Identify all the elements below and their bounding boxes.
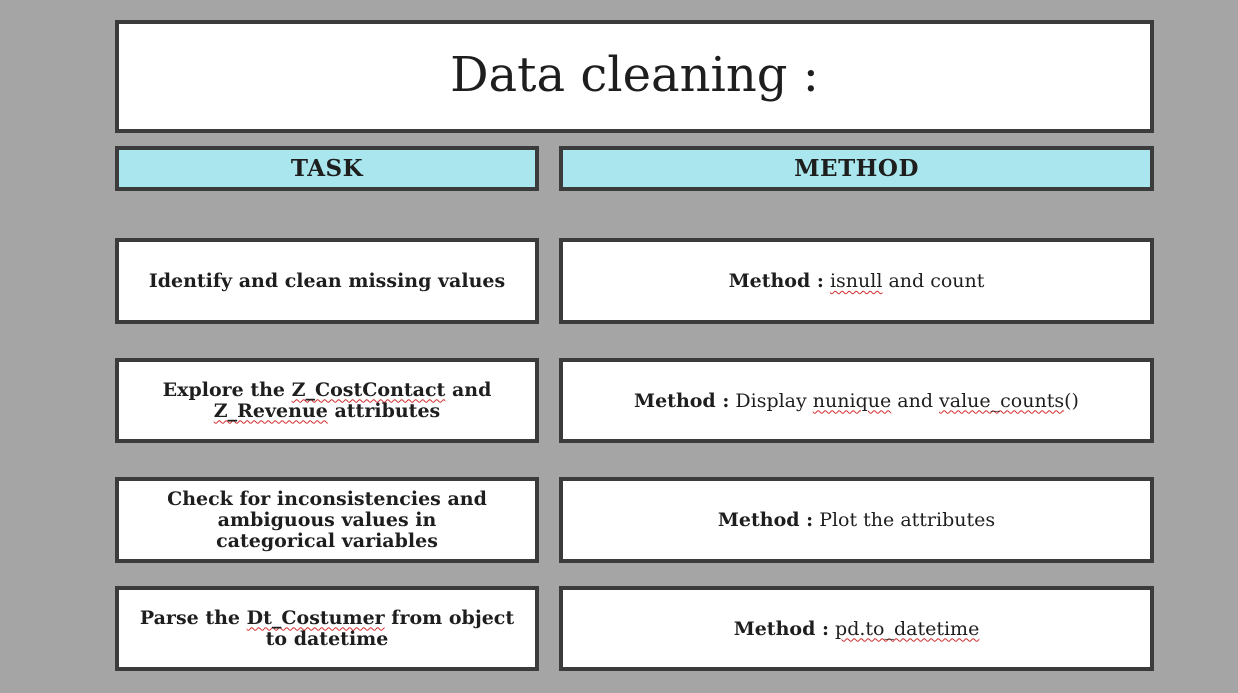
- task-text-part: attributes: [327, 399, 441, 422]
- task-text-part: Z_Revenue: [213, 399, 328, 422]
- task-text-part: from object to datetime: [265, 606, 515, 650]
- task-cell-4: Parse the Dt_Costumer from object to dat…: [115, 586, 539, 671]
- task-text-3: Check for inconsistencies and ambiguous …: [119, 487, 535, 552]
- method-text-part: Display: [729, 389, 813, 412]
- task-cell-2: Explore the Z_CostContact and Z_Revenue …: [115, 358, 539, 443]
- method-text-part: and: [891, 389, 940, 412]
- task-cell-3: Check for inconsistencies and ambiguous …: [115, 477, 539, 563]
- slide-title: Data cleaning :: [450, 46, 819, 103]
- task-text-part: Identify and clean missing values: [148, 269, 506, 292]
- method-text-3: Method : Plot the attributes: [718, 509, 995, 531]
- task-text-4: Parse the Dt_Costumer from object to dat…: [119, 606, 535, 650]
- method-cell-4: Method : pd.to_datetime: [559, 586, 1154, 671]
- method-text-part: (): [1064, 389, 1079, 412]
- method-cell-2: Method : Display nunique and value_count…: [559, 358, 1154, 443]
- method-text-part: Plot the attributes: [813, 509, 996, 531]
- method-header-label: METHOD: [794, 155, 919, 182]
- task-text-1: Identify and clean missing values: [137, 269, 517, 292]
- task-header: TASK: [115, 146, 539, 191]
- task-text-part: Z_CostContact: [291, 378, 446, 401]
- task-cell-1: Identify and clean missing values: [115, 238, 539, 324]
- method-text-part: pd.to_datetime: [835, 617, 980, 640]
- method-label: Method :: [733, 617, 829, 640]
- method-label: Method :: [728, 270, 824, 292]
- method-text-part: value_counts: [939, 389, 1065, 412]
- task-text-part: and: [445, 378, 492, 401]
- task-text-part: Explore the: [162, 378, 292, 401]
- method-cell-3: Method : Plot the attributes: [559, 477, 1154, 563]
- method-label: Method :: [717, 509, 814, 531]
- task-text-part: Check for inconsistencies and ambiguous …: [167, 487, 487, 552]
- task-header-label: TASK: [290, 155, 364, 182]
- method-text-1: Method : isnull and count: [729, 270, 985, 292]
- method-header: METHOD: [559, 146, 1154, 191]
- method-text-2: Method : Display nunique and value_count…: [634, 390, 1079, 412]
- method-label: Method :: [634, 389, 730, 412]
- task-text-2: Explore the Z_CostContact and Z_Revenue …: [151, 378, 504, 422]
- task-text-part: Dt_Costumer: [246, 606, 385, 629]
- method-text-part: and count: [882, 270, 985, 292]
- method-text-part: nunique: [812, 389, 892, 412]
- method-text-4: Method : pd.to_datetime: [734, 618, 980, 640]
- slide-title-box: Data cleaning :: [115, 20, 1154, 133]
- task-text-part: Parse the: [139, 606, 247, 629]
- method-text-part: isnull: [829, 270, 883, 292]
- method-cell-1: Method : isnull and count: [559, 238, 1154, 324]
